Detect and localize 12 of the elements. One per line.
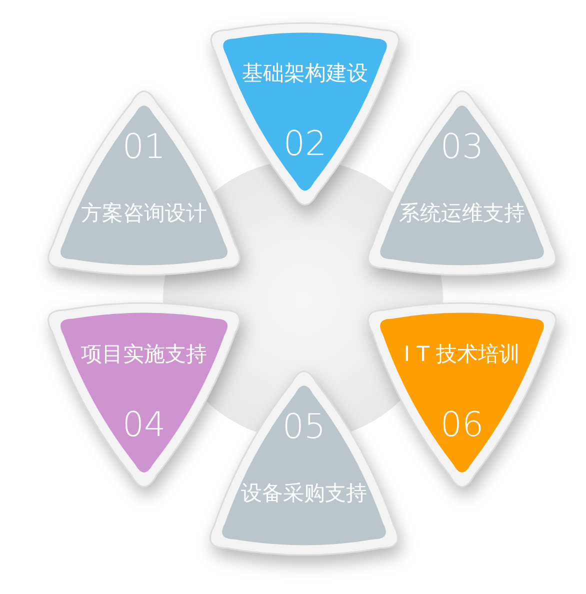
step-number: 06 xyxy=(439,408,485,442)
step-label: 项目实施支持 xyxy=(80,344,208,365)
step-label: 系统运维支持 xyxy=(398,202,526,224)
step-label: I T 技术培训 xyxy=(402,344,522,365)
step-label: 设备采购支持 xyxy=(240,482,368,504)
step-number: 01 xyxy=(121,130,167,164)
step-label: 基础架构建设 xyxy=(241,63,369,84)
step-number: 02 xyxy=(282,126,328,161)
step-number: 03 xyxy=(439,130,485,164)
step-number: 04 xyxy=(121,408,167,442)
step-number: 05 xyxy=(281,410,327,444)
step-label: 方案咨询设计 xyxy=(80,202,208,224)
